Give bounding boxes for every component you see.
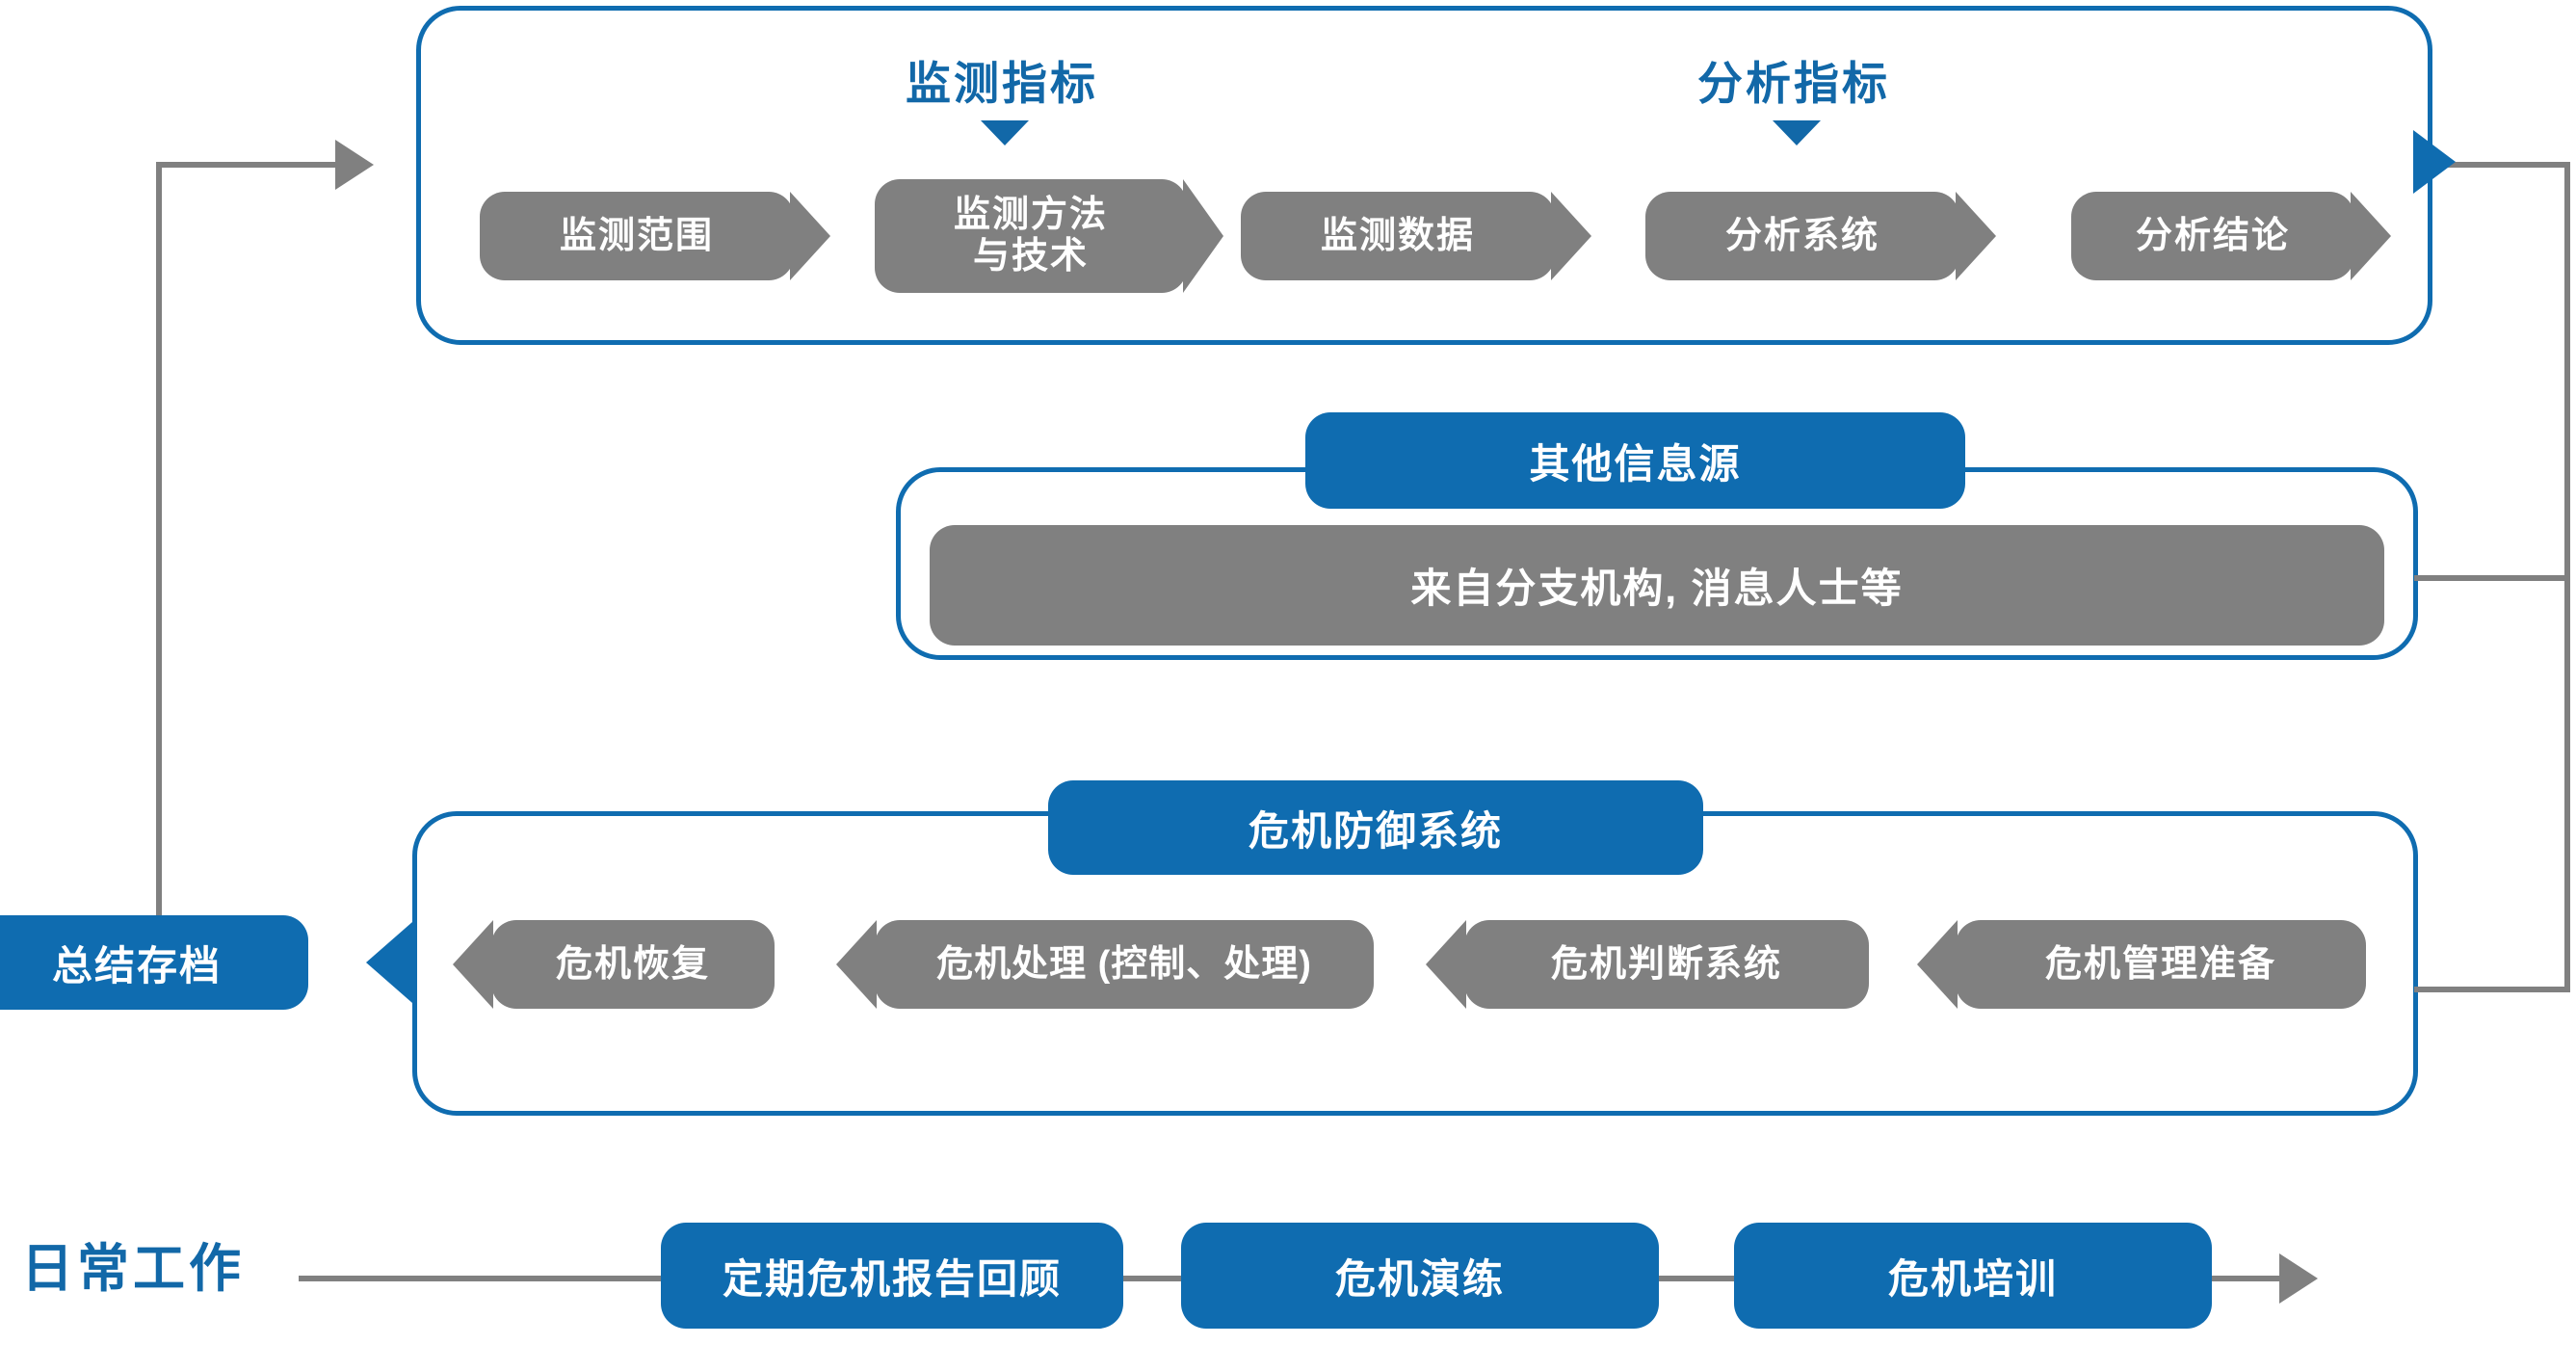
panel3-output-arrow-icon bbox=[366, 922, 412, 1003]
daily-work-line-3 bbox=[1652, 1276, 1739, 1281]
chevron-point-step5 bbox=[2351, 192, 2391, 280]
panel-monitoring-analysis bbox=[416, 6, 2432, 345]
step-label: 危机处理 (控制、处理) bbox=[936, 943, 1312, 985]
daily-work-item-crisis-drill[interactable]: 危机演练 bbox=[1181, 1223, 1659, 1329]
chevron-point-crisis3 bbox=[1426, 920, 1466, 1009]
chevron-point-crisis2 bbox=[836, 920, 877, 1009]
step-label: 监测方法 与技术 bbox=[953, 195, 1108, 277]
daily-work-label: 日常工作 bbox=[21, 1240, 245, 1298]
chevron-point-crisis4 bbox=[1917, 920, 1958, 1009]
step-monitoring-method-tech[interactable]: 监测方法 与技术 bbox=[875, 179, 1187, 293]
feedback-line-vertical-left bbox=[156, 162, 162, 923]
panel-title-label: 危机防御系统 bbox=[1248, 807, 1503, 854]
daily-work-item-label: 危机演练 bbox=[1334, 1255, 1505, 1302]
summary-archive-label: 总结存档 bbox=[51, 942, 222, 989]
other-sources-content-label: 来自分支机构, 消息人士等 bbox=[1410, 566, 1904, 611]
daily-work-item-crisis-training[interactable]: 危机培训 bbox=[1734, 1223, 2212, 1329]
step-label: 监测数据 bbox=[1320, 215, 1475, 256]
chevron-point-crisis1 bbox=[453, 920, 493, 1009]
summary-archive-box[interactable]: 总结存档 bbox=[0, 915, 308, 1010]
chevron-point-step2 bbox=[1183, 179, 1223, 293]
daily-work-line-2 bbox=[1117, 1276, 1185, 1281]
caret-down-icon-analysis bbox=[1773, 120, 1821, 145]
step-label: 监测范围 bbox=[559, 215, 714, 256]
step-label: 分析系统 bbox=[1724, 215, 1879, 256]
step-analysis-system[interactable]: 分析系统 bbox=[1645, 192, 1959, 280]
step-monitoring-scope[interactable]: 监测范围 bbox=[480, 192, 794, 280]
daily-work-arrow-head bbox=[2279, 1253, 2318, 1304]
step-label: 分析结论 bbox=[2135, 215, 2290, 256]
feedback-line-horizontal-top bbox=[156, 162, 339, 168]
chevron-point-step1 bbox=[790, 192, 830, 280]
chevron-point-step4 bbox=[1956, 192, 1996, 280]
daily-work-item-label: 危机培训 bbox=[1887, 1255, 2058, 1302]
step-crisis-handling[interactable]: 危机处理 (控制、处理) bbox=[875, 920, 1374, 1009]
return-line-panel3 bbox=[2414, 987, 2570, 992]
step-analysis-conclusion[interactable]: 分析结论 bbox=[2071, 192, 2354, 280]
panel-crisis-defense-title: 危机防御系统 bbox=[1048, 780, 1703, 875]
caret-down-icon-monitoring bbox=[981, 120, 1029, 145]
daily-work-item-report-review[interactable]: 定期危机报告回顾 bbox=[661, 1223, 1123, 1329]
panel-title-label: 其他信息源 bbox=[1529, 440, 1742, 487]
step-crisis-management-preparation[interactable]: 危机管理准备 bbox=[1956, 920, 2366, 1009]
step-label: 危机恢复 bbox=[555, 943, 710, 985]
daily-work-line-4 bbox=[2206, 1276, 2283, 1281]
step-label: 危机判断系统 bbox=[1550, 943, 1782, 985]
return-line-panel1 bbox=[2447, 162, 2570, 168]
chevron-point-step3 bbox=[1551, 192, 1591, 280]
feedback-arrow-head bbox=[335, 140, 374, 190]
panel-other-sources-title: 其他信息源 bbox=[1305, 412, 1965, 509]
step-monitoring-data[interactable]: 监测数据 bbox=[1241, 192, 1555, 280]
daily-work-line-1 bbox=[299, 1276, 665, 1281]
caption-monitoring-index: 监测指标 bbox=[906, 58, 1098, 109]
daily-work-item-label: 定期危机报告回顾 bbox=[722, 1255, 1062, 1302]
step-crisis-recovery[interactable]: 危机恢复 bbox=[491, 920, 775, 1009]
caption-analysis-index: 分析指标 bbox=[1697, 58, 1890, 109]
panel1-output-arrow-icon bbox=[2413, 130, 2456, 194]
step-label: 危机管理准备 bbox=[2044, 943, 2276, 985]
return-line-panel2 bbox=[2414, 575, 2570, 581]
step-crisis-judgement-system[interactable]: 危机判断系统 bbox=[1464, 920, 1869, 1009]
other-sources-content-bar[interactable]: 来自分支机构, 消息人士等 bbox=[930, 525, 2384, 646]
